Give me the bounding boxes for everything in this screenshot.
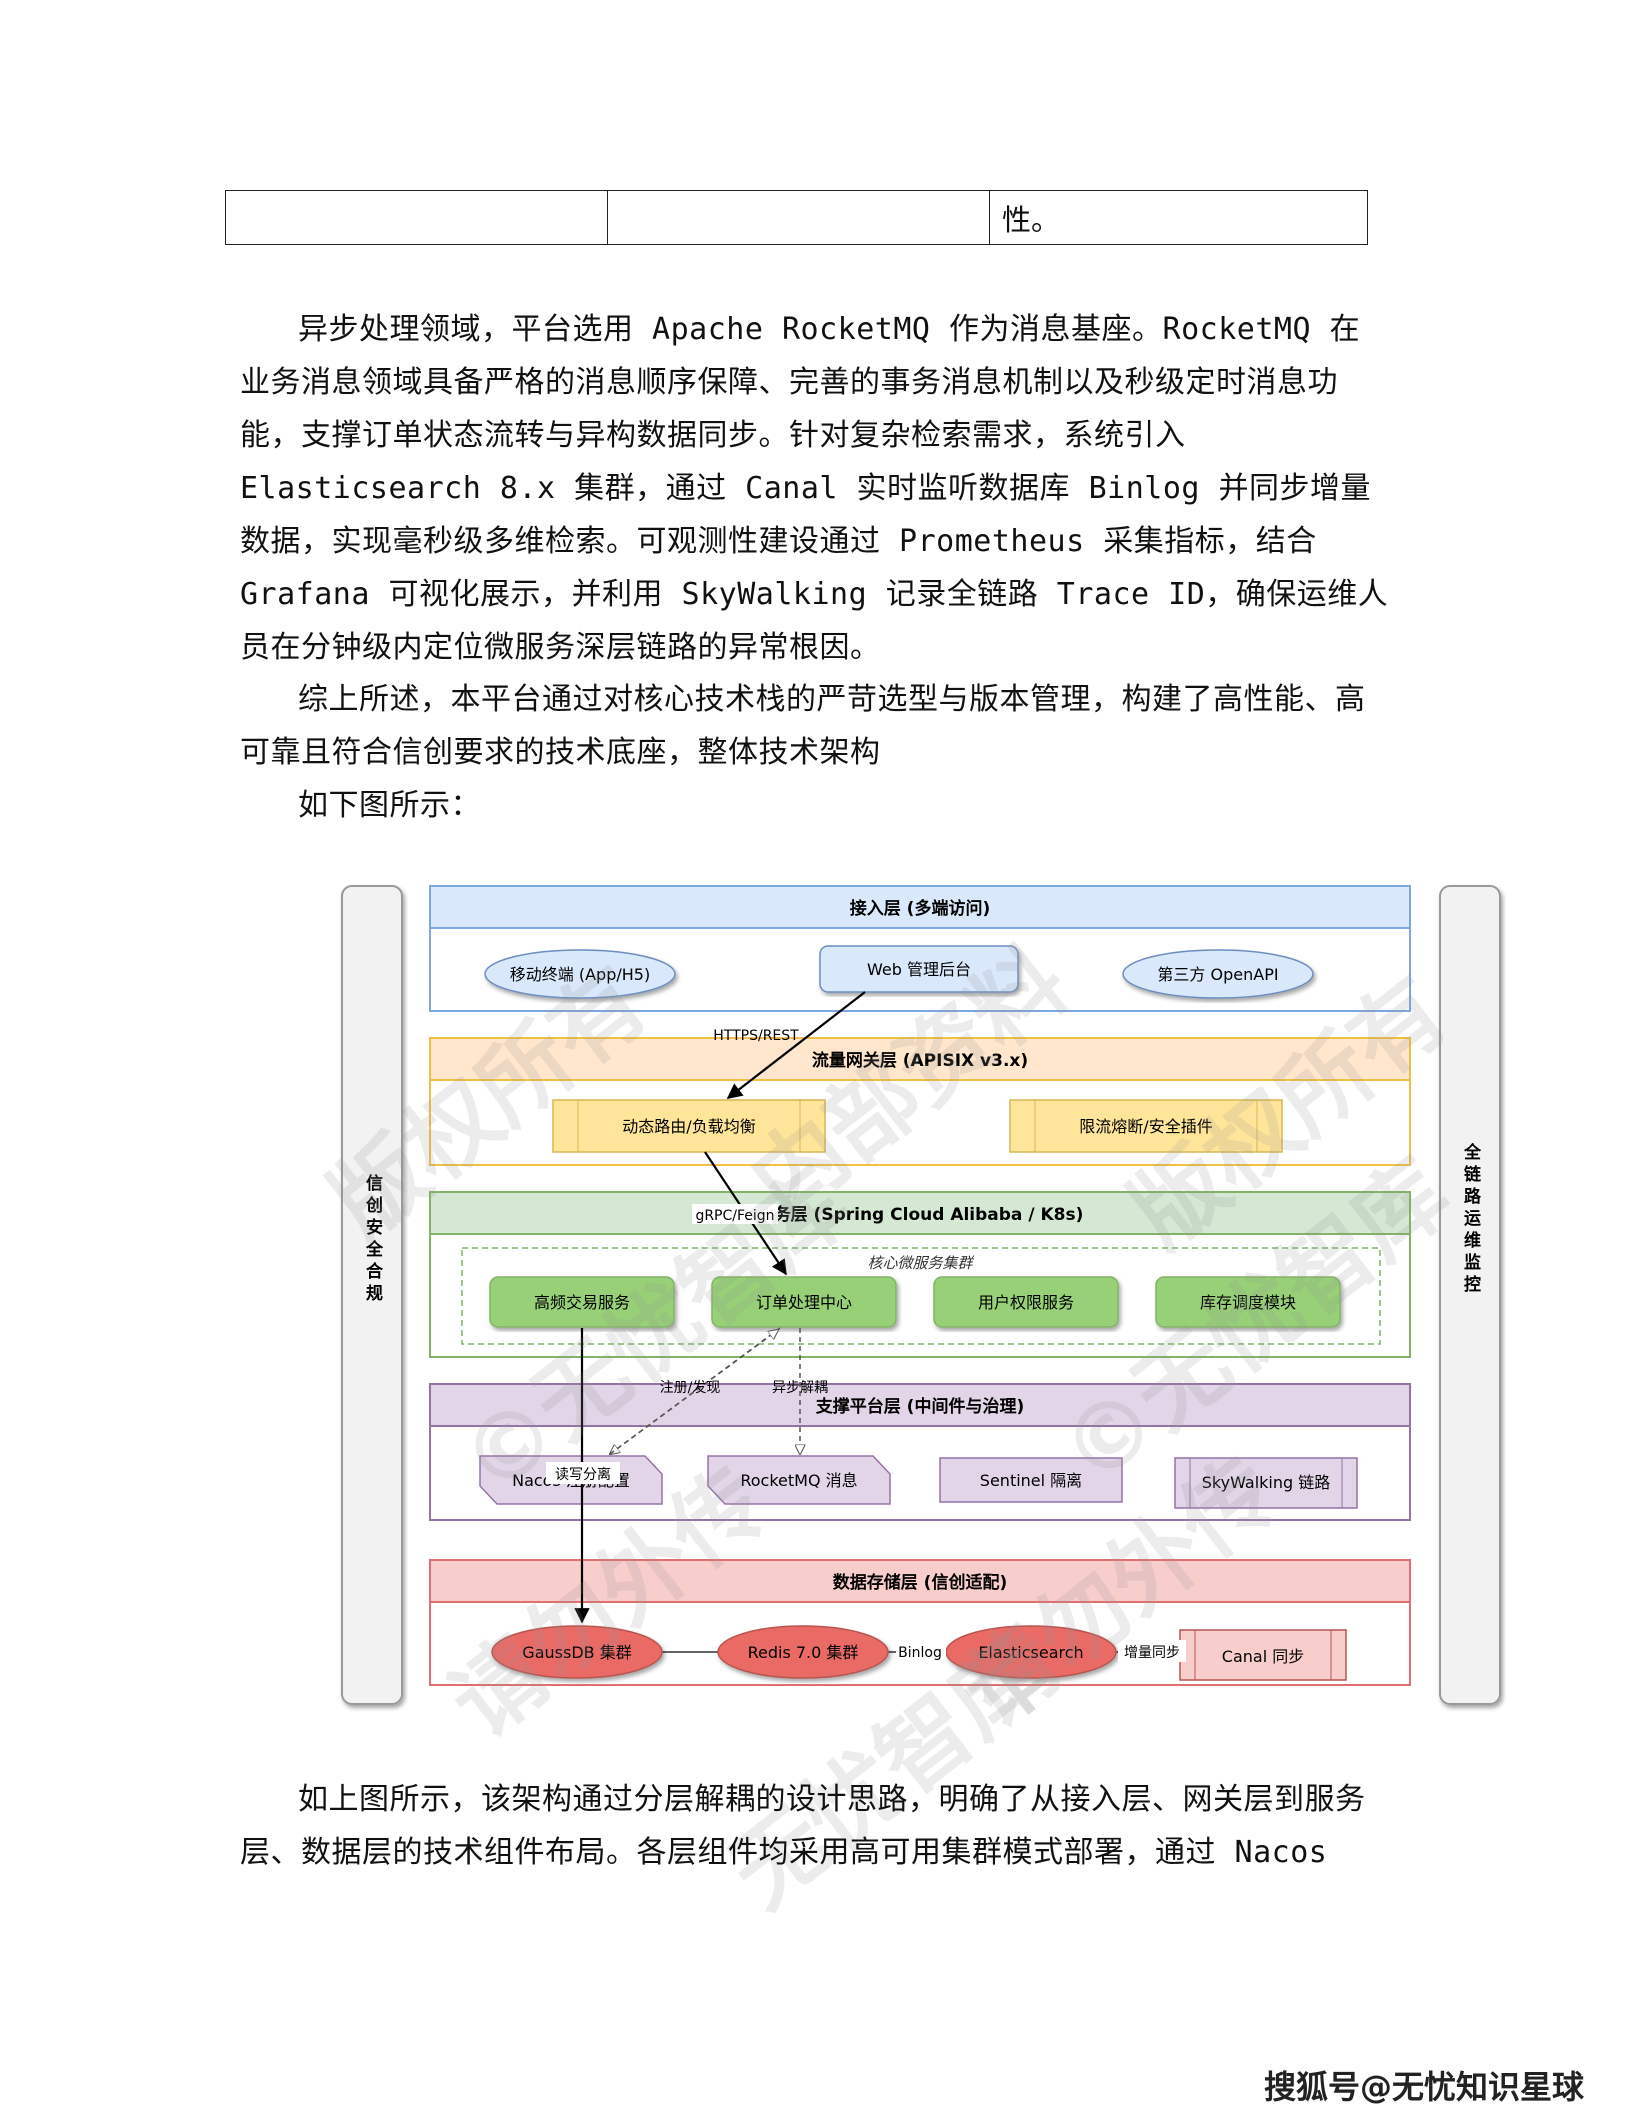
redis-node: Redis 7.0 集群 [717,1625,889,1679]
storage-layer-header [429,1559,1411,1603]
openapi-label: 第三方 OpenAPI [1157,965,1278,984]
gateway-layer-title: 流量网关层 (APISIX v3.x) [812,1050,1028,1071]
service-node-auth: 用户权限服务 [933,1276,1119,1328]
edge-rw-label: 读写分离 [555,1466,611,1483]
edge-async-label: 异步解耦 [772,1380,828,1396]
core-cluster-box [461,1247,1381,1345]
edge-grpc-label: gRPC/Feign [695,1208,774,1224]
service-node-inventory: 库存调度模块 [1155,1276,1341,1328]
support-layer-title: 支撑平台层 (中间件与治理) [816,1396,1024,1417]
edge-https [726,991,866,1099]
gaussdb-label: GaussDB 集群 [522,1643,631,1662]
service-layer-title: 服务层 (Spring Cloud Alibaba / K8s) [757,1204,1084,1225]
service-layer-header [429,1191,1411,1235]
incr-label-bg [1118,1640,1186,1662]
core-cluster-label: 核心微服务集群 [867,1254,974,1272]
openapi-node: 第三方 OpenAPI [1122,949,1314,999]
paragraph: 如下图所示： [298,788,481,823]
edge-https-label: HTTPS/REST [713,1028,799,1044]
rate-limit-node: 限流熔断/安全插件 [1009,1099,1283,1153]
binlog-edge-label: Binlog [898,1645,942,1661]
service-trading-label: 高频交易服务 [534,1293,630,1312]
top-table-fragment: 性。 [225,190,1368,245]
rw-label-bg [546,1462,620,1484]
gateway-layer-header [429,1037,1411,1081]
architecture-diagram: 信创安全合规 全链路运维监控 接入层 (多端访问) 移动终端 (App/H5) … [341,885,1501,1705]
route-lb-label: 动态路由/负载均衡 [622,1117,755,1136]
access-layer-title: 接入层 (多端访问) [850,898,990,919]
incr-edge-label: 增量同步 [1124,1645,1180,1661]
rocketmq-node: RocketMQ 消息 [707,1455,891,1505]
rocketmq-label: RocketMQ 消息 [740,1471,857,1490]
binlog-label-bg [896,1640,946,1662]
support-layer-header [429,1383,1411,1427]
skywalking-label: SkyWalking 链路 [1202,1473,1330,1492]
service-node-trading: 高频交易服务 [489,1276,675,1328]
left-side-bar [341,885,403,1705]
sentinel-node: Sentinel 隔离 [939,1457,1123,1503]
sentinel-label: Sentinel 隔离 [980,1471,1082,1490]
elasticsearch-label: Elasticsearch [978,1643,1083,1662]
service-node-order: 订单处理中心 [711,1276,897,1328]
service-order-label: 订单处理中心 [756,1293,852,1312]
paragraph: 如上图所示，该架构通过分层解耦的设计思路，明确了从接入层、网关层到服务层、数据层… [240,1782,1366,1870]
elasticsearch-node: Elasticsearch [945,1625,1117,1679]
table-cell [607,190,990,245]
paragraph: 综上所述，本平台通过对核心技术栈的严苛选型与版本管理，构建了高性能、高可靠且符合… [240,682,1366,770]
route-lb-node: 动态路由/负载均衡 [552,1099,826,1153]
rate-limit-label: 限流熔断/安全插件 [1079,1117,1212,1136]
left-bar-label: 信创安全合规 [362,1173,384,1306]
access-layer-header [429,885,1411,929]
storage-layer-title: 数据存储层 (信创适配) [833,1572,1007,1593]
mobile-terminal-label: 移动终端 (App/H5) [510,965,650,984]
right-side-bar [1439,885,1501,1705]
table-cell [225,190,608,245]
paragraph: 异步处理领域，平台选用 Apache RocketMQ 作为消息基座。Rocke… [240,312,1389,665]
edge-discover [609,1330,778,1455]
web-admin-label: Web 管理后台 [867,960,971,979]
grpc-label-bg [692,1204,778,1224]
mobile-terminal-node: 移动终端 (App/H5) [484,949,676,999]
gaussdb-node: GaussDB 集群 [491,1625,663,1679]
canal-node: Canal 同步 [1179,1629,1347,1681]
skywalking-node: SkyWalking 链路 [1174,1457,1358,1509]
service-inventory-label: 库存调度模块 [1200,1293,1296,1312]
canal-label: Canal 同步 [1222,1647,1304,1666]
redis-label: Redis 7.0 集群 [748,1643,859,1662]
right-bar-label: 全链路运维监控 [1460,1142,1482,1297]
service-auth-label: 用户权限服务 [978,1293,1074,1312]
table-cell: 性。 [989,190,1368,245]
edge-register-label: 注册/发现 [660,1380,721,1396]
footer-source: 搜狐号@无忧知识星球 [1263,2068,1584,2106]
web-admin-node: Web 管理后台 [819,945,1019,993]
